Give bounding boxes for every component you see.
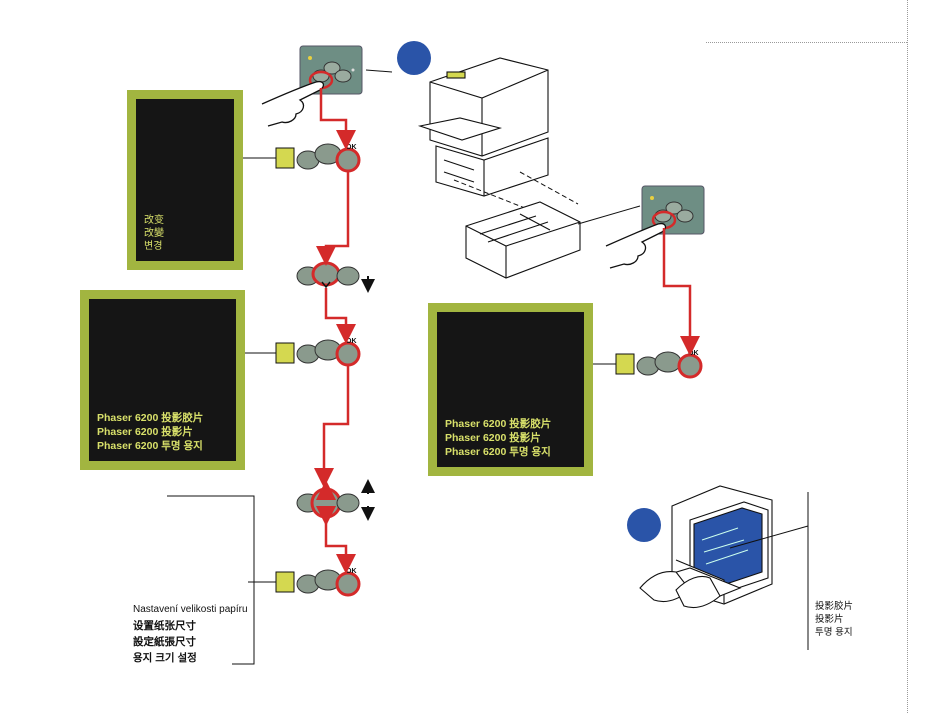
- step-badge: [627, 508, 661, 542]
- caption-line: 용지 크기 설정: [133, 650, 248, 666]
- ok-label: OK: [346, 338, 357, 345]
- computer-user-icon: [640, 486, 772, 608]
- caption-line: 设置纸张尺寸: [133, 618, 248, 634]
- hand-pointing-icon: [262, 82, 323, 126]
- button-pad-down: [297, 263, 359, 287]
- button-pad-up-down: [297, 489, 359, 517]
- caption-driver-transparency: 投影胶片 投影片 투명 용지: [815, 600, 853, 639]
- ok-label: OK: [346, 568, 357, 575]
- caption-line: 投影片: [815, 613, 853, 626]
- caption-line: 投影胶片: [815, 600, 853, 613]
- ok-label: OK: [688, 350, 699, 357]
- caption-line: 투명 용지: [815, 626, 853, 639]
- printer-icon: [420, 58, 548, 196]
- caption-paper-size: Nastavení velikosti papíru 设置纸张尺寸 設定紙張尺寸…: [133, 602, 248, 666]
- lcd-connector: [243, 148, 634, 592]
- ok-label: OK: [346, 144, 357, 151]
- caption-line: 設定紙張尺寸: [133, 634, 248, 650]
- paper-tray-icon: [466, 202, 580, 278]
- hand-pointing-icon: [606, 224, 665, 268]
- caption-line: Nastavení velikosti papíru: [133, 602, 248, 618]
- step-badge: [397, 41, 431, 75]
